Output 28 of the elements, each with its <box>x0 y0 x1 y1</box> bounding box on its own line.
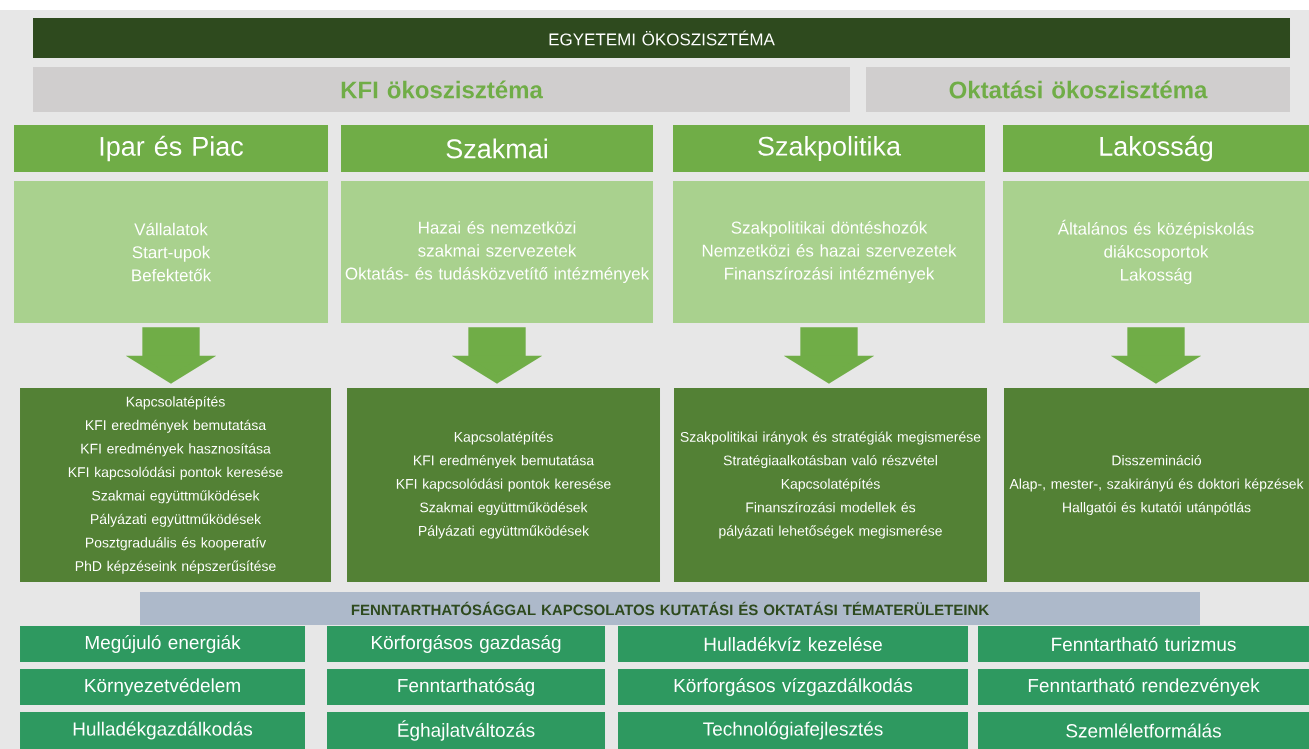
stakeholder-box: Hazai és nemzetközi szakmai szervezetek Oktatás- és tudásközvetítő intézmények <box>341 181 653 323</box>
topic-box: Körforgásos gazdaság <box>327 626 605 662</box>
topic-banner: FENNTARTHATÓSÁGGAL KAPCSOLATOS KUTATÁSI ÉS OKTATÁSI TÉMATERÜLETEINK <box>140 592 1200 625</box>
activity-box: Disszemináció Alap-, mester-, szakirányú és doktori képzések Hallgatói és kutatói utánpótlás <box>1004 388 1309 582</box>
topic-box: Fenntartható turizmus <box>978 626 1309 662</box>
topic-box: Technológiafejlesztés <box>618 712 968 749</box>
activity-box: Kapcsolatépítés KFI eredmények bemutatása KFI eredmények hasznosítása KFI kapcsolódási pontok keresése Szakmai együttműködések Pályázati együttműködések Posztgraduális és kooperatív PhD képzéseink népszerűsítése <box>20 388 331 582</box>
topic-box: Fenntarthatóság <box>327 669 605 705</box>
topic-box: Szemléletformálás <box>978 712 1309 749</box>
activity-box: Szakpolitikai irányok és stratégiák megismerése Stratégiaalkotásban való részvétel Kapcsolatépítés Finanszírozási modellek és pályázati lehetőségek megismerése <box>674 388 987 582</box>
topic-box: Környezetvédelem <box>20 669 305 705</box>
topic-box: Hulladékvíz kezelése <box>618 626 968 662</box>
stakeholder-box: Általános és középiskolás diákcsoportok Lakosság <box>1003 181 1309 323</box>
title-bar: EGYETEMI ÖKOSZISZTÉMA <box>33 18 1290 58</box>
column-header: Ipar és Piac <box>14 125 328 172</box>
stakeholder-box: Szakpolitikai döntéshozók Nemzetközi és hazai szervezetek Finanszírozási intézmények <box>673 181 985 323</box>
column-header: Lakosság <box>1003 125 1309 172</box>
section-band: Oktatási ökoszisztéma <box>866 67 1290 112</box>
topic-box: Hulladékgazdálkodás <box>20 712 305 749</box>
section-band: KFI ökoszisztéma <box>33 67 850 112</box>
activity-box: Kapcsolatépítés KFI eredmények bemutatása KFI kapcsolódási pontok keresése Szakmai együttműködések Pályázati együttműködések <box>347 388 660 582</box>
topic-box: Éghajlatváltozás <box>327 712 605 749</box>
topic-box: Fenntartható rendezvények <box>978 669 1309 705</box>
column-header: Szakpolitika <box>673 125 985 172</box>
topic-box: Körforgásos vízgazdálkodás <box>618 669 968 705</box>
stakeholder-box: Vállalatok Start-upok Befektetők <box>14 181 328 323</box>
column-header: Szakmai <box>341 125 653 172</box>
topic-box: Megújuló energiák <box>20 626 305 662</box>
